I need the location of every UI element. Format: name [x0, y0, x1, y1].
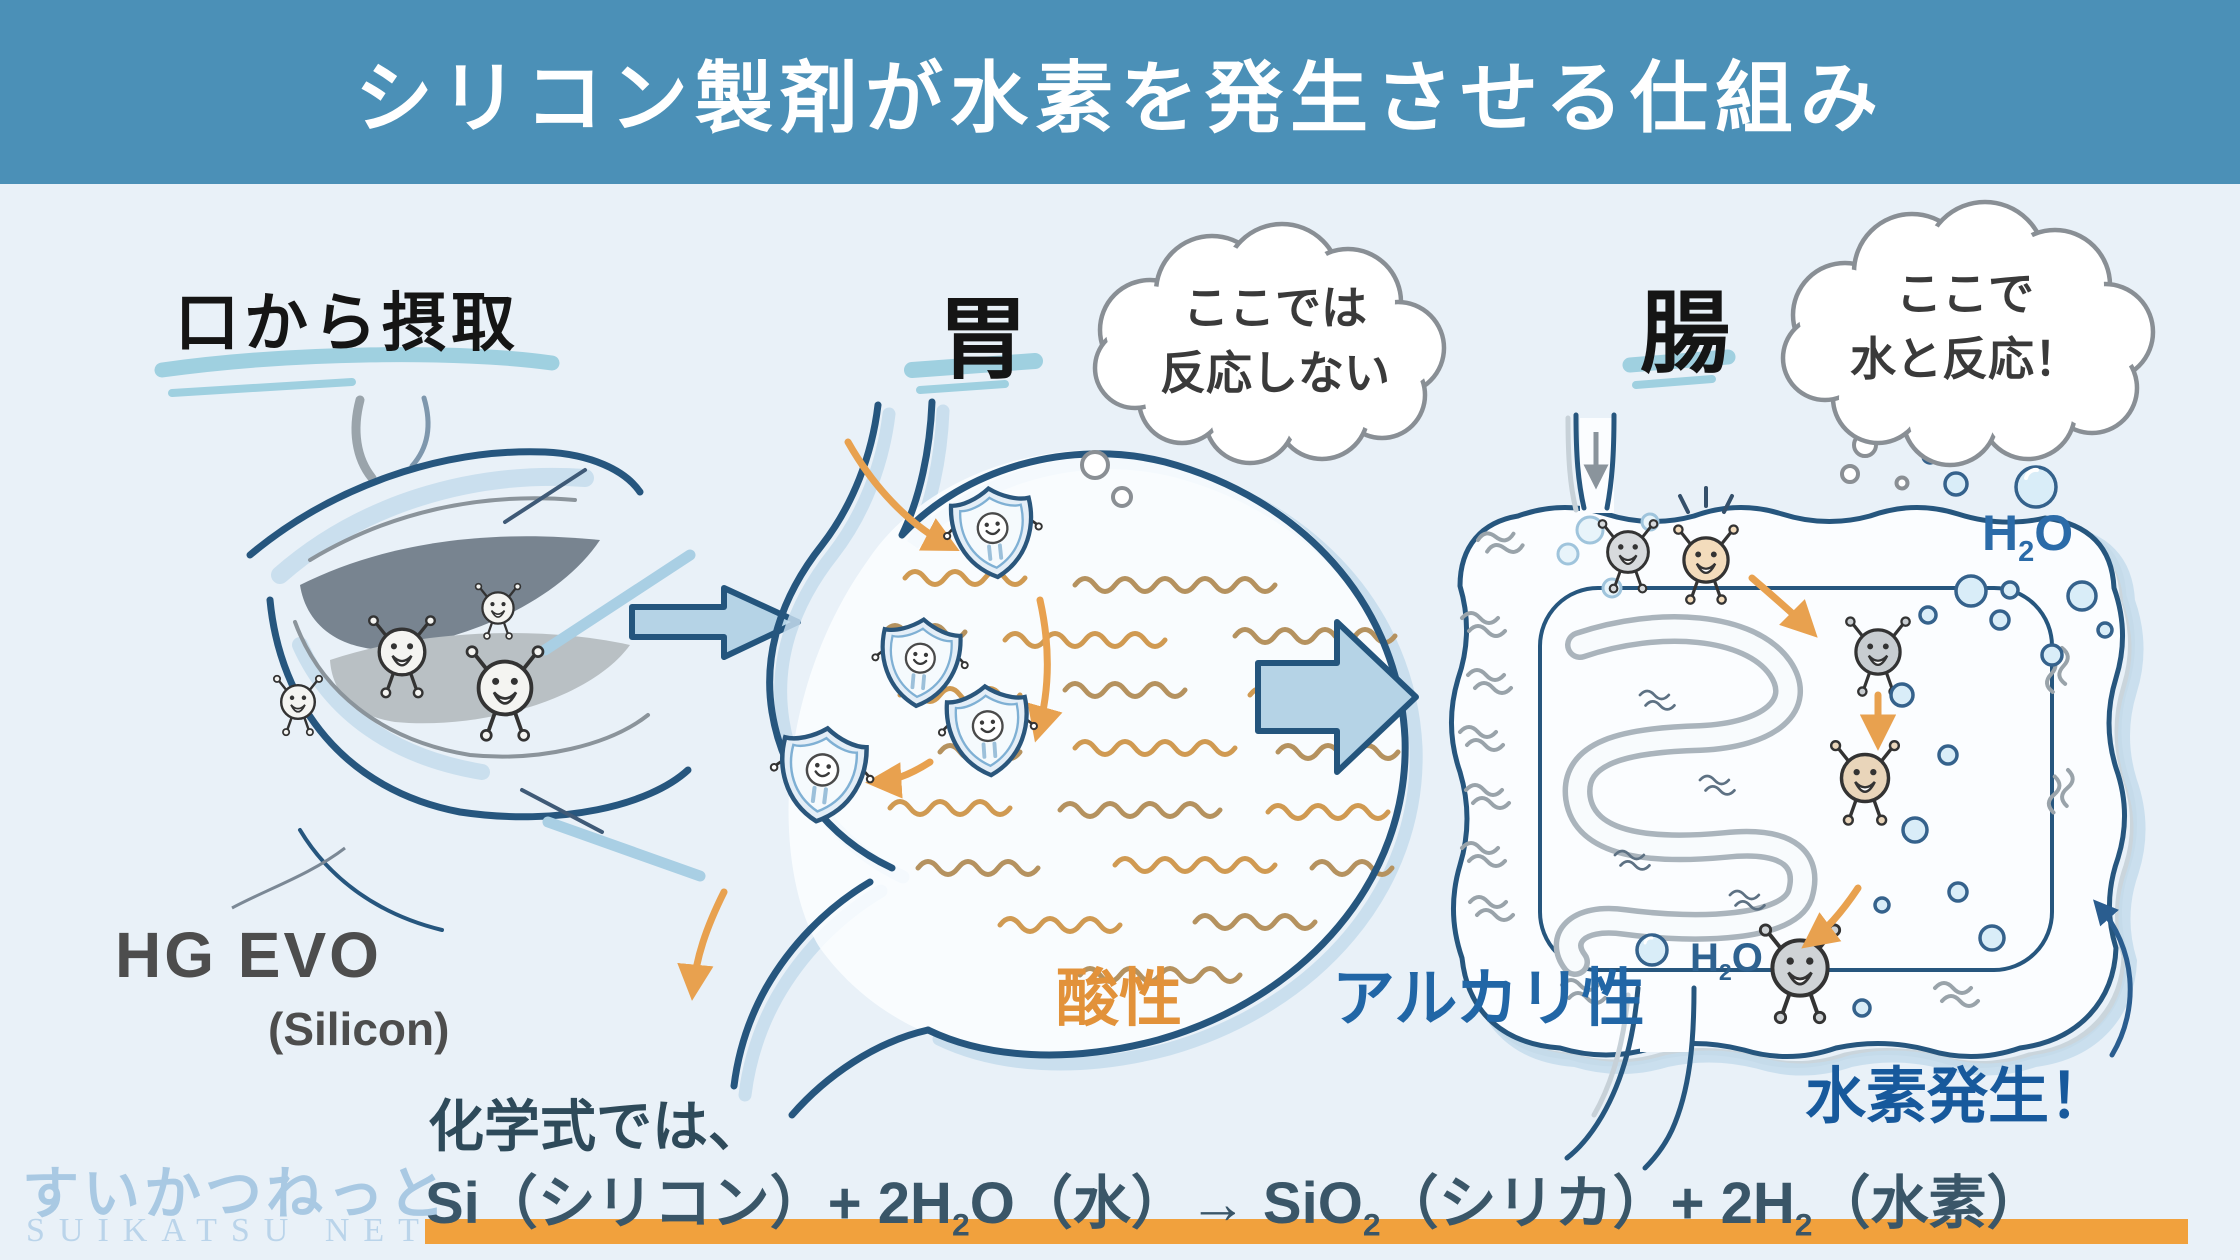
intestine-sketch — [1449, 349, 2146, 1171]
thought-bubble-intestine — [1780, 199, 2156, 468]
flow-arrow-icon — [677, 888, 728, 1001]
formula-intro: 化学式では、 — [428, 1095, 764, 1158]
flow-arrow-icon — [865, 758, 934, 799]
silicon-particle-character — [474, 582, 522, 641]
section-label-mouth: 口から摂取 — [175, 287, 520, 359]
flow-arrow-icon — [1027, 596, 1063, 743]
acid-state-label: 酸性 — [1056, 964, 1182, 1034]
intestine-thought-text: ここで 水と反応！ — [1850, 268, 2080, 386]
highlight-underline — [904, 353, 1043, 378]
h2o-label-bottom: H2O — [1690, 936, 1763, 985]
watermark-jp: すいかつねっと — [22, 1163, 449, 1226]
title-bar: シリコン製剤が水素を発生させる仕組み — [0, 0, 2240, 184]
product-name: HG EVO — [115, 919, 382, 991]
right-block-arrow-icon — [629, 585, 801, 660]
flow-arrow-icon — [1801, 884, 1862, 949]
chemical-formula: Si（シリコン）+ 2H2O（水）→ SiO2（シリカ）+ 2H2（水素） — [425, 1171, 2045, 1243]
page-title: シリコン製剤が水素を発生させる仕組み — [354, 54, 1885, 142]
right-block-arrow-icon — [1255, 619, 1419, 775]
pointer-line — [231, 846, 346, 910]
flow-arrow-icon — [844, 438, 960, 551]
stomach-thought-text: ここでは 反応しない — [1160, 282, 1390, 400]
section-label-stomach: 胃 — [938, 290, 1028, 390]
silicon-particle-character — [465, 644, 545, 743]
stomach-sketch — [677, 353, 1423, 1119]
alkaline-state-label: アルカリ性 — [1332, 964, 1645, 1034]
product-note: (Silicon) — [268, 1003, 450, 1055]
section-label-intestine: 腸 — [1640, 284, 1730, 384]
hydrogen-result-label: 水素発生！ — [1805, 1062, 2111, 1130]
highlight-underline — [1622, 349, 1736, 373]
thought-bubble-stomach — [1080, 221, 1447, 508]
h2o-label-top: H2O — [1982, 505, 2074, 568]
reacting-character — [1672, 486, 1740, 606]
result-arrow-icon — [2093, 899, 2133, 1058]
watermark-en: SUIKATSU NET — [26, 1212, 433, 1249]
highlight-underline — [154, 347, 560, 378]
mouth-sketch — [154, 347, 706, 932]
formula-highlight-bar — [425, 1219, 2188, 1244]
flow-arrow-icon — [1748, 574, 1818, 638]
